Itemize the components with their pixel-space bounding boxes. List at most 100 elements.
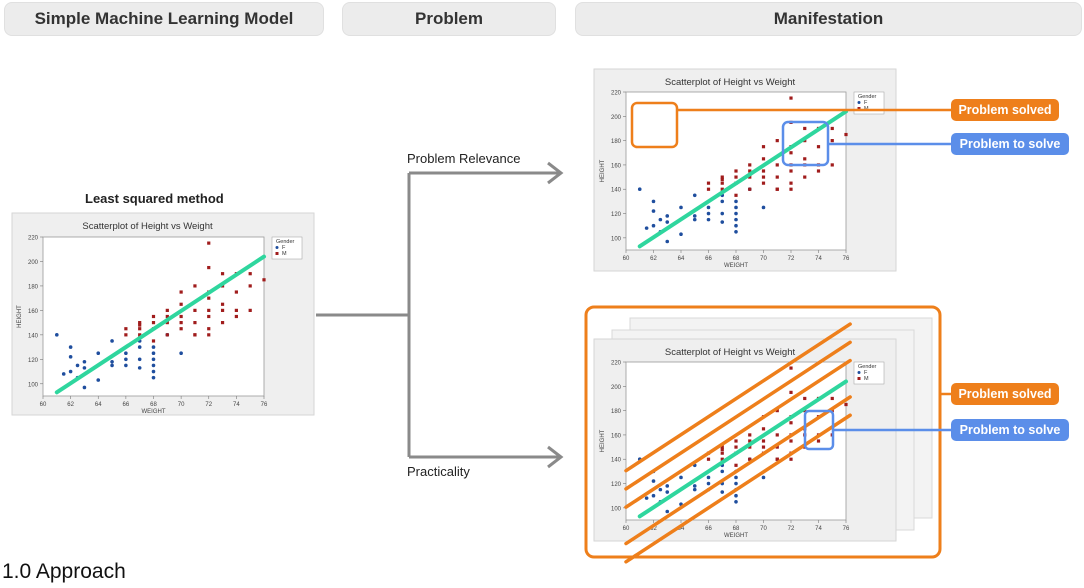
y-tick-label: 120: [28, 358, 39, 364]
legend-title: Gender: [858, 364, 877, 370]
point-m: [138, 323, 142, 327]
point-m: [151, 339, 156, 343]
y-tick-label: 200: [611, 115, 622, 121]
point-m: [803, 175, 807, 179]
point-f: [720, 199, 725, 204]
x-tick-label: 74: [233, 402, 240, 408]
x-tick-label: 60: [623, 526, 630, 532]
callout-connectors: [630, 101, 952, 451]
x-tick-label: 68: [733, 256, 740, 262]
point-f: [706, 475, 711, 480]
point-f: [75, 363, 80, 368]
point-m: [720, 177, 724, 182]
point-f: [665, 509, 670, 514]
point-m: [789, 457, 793, 461]
chart-title: Scatterplot of Height vs Weight: [665, 347, 796, 358]
point-f: [658, 487, 663, 492]
point-f: [68, 369, 73, 374]
point-m: [151, 321, 156, 325]
point-m: [207, 241, 211, 245]
point-m: [803, 126, 807, 131]
point-m: [789, 151, 793, 155]
point-f: [110, 339, 114, 343]
point-m: [220, 308, 225, 312]
legend-entry: F: [864, 100, 868, 106]
point-m: [193, 284, 197, 288]
point-m: [775, 139, 779, 143]
point-f: [82, 385, 87, 390]
point-f: [761, 205, 766, 210]
point-f: [706, 217, 711, 222]
point-m: [775, 163, 779, 167]
point-m: [734, 193, 738, 197]
point-f: [651, 493, 656, 498]
point-m: [761, 439, 766, 443]
point-m: [234, 314, 238, 319]
x-tick-label: 66: [705, 526, 712, 532]
x-tick-label: 76: [261, 402, 268, 408]
point-f: [692, 484, 697, 488]
point-m: [138, 327, 142, 331]
point-m: [720, 457, 724, 461]
point-m: [830, 139, 834, 143]
point-m: [248, 284, 252, 288]
x-tick-label: 70: [178, 402, 185, 408]
branch-label-practicality: Practicality: [407, 464, 470, 479]
point-m: [124, 333, 128, 337]
point-f: [96, 351, 101, 355]
y-tick-label: 100: [611, 506, 622, 512]
point-m: [706, 457, 711, 461]
x-tick-label: 64: [95, 402, 102, 408]
point-m: [220, 321, 225, 325]
band-line: [624, 395, 852, 546]
scatter-chart-left: Scatterplot of Height vs Weight100120140…: [11, 212, 315, 416]
y-tick-label: 200: [28, 260, 39, 266]
point-m: [830, 396, 834, 401]
point-f: [96, 378, 101, 382]
point-f: [179, 351, 183, 355]
point-f: [734, 493, 738, 498]
x-axis-label: WEIGHT: [142, 409, 166, 415]
regression-line: [637, 109, 848, 249]
x-tick-label: 62: [67, 402, 74, 408]
point-f: [679, 205, 683, 210]
legend-marker-f: [857, 101, 861, 104]
point-m: [720, 175, 724, 179]
y-tick-label: 140: [28, 333, 39, 339]
point-m: [775, 409, 779, 413]
point-f: [151, 375, 156, 380]
band-line: [624, 358, 852, 509]
point-f: [734, 217, 738, 222]
header-model: Simple Machine Learning Model: [4, 2, 324, 36]
point-m: [748, 433, 752, 437]
point-m: [193, 333, 197, 337]
point-m: [789, 366, 793, 370]
y-tick-label: 140: [611, 188, 622, 194]
point-f: [55, 333, 59, 337]
point-m: [789, 421, 793, 425]
y-tick-label: 200: [611, 385, 622, 391]
solved-marker-top: [630, 101, 679, 149]
y-tick-label: 220: [611, 361, 622, 367]
point-m: [179, 327, 183, 331]
point-m: [720, 181, 724, 185]
point-m: [761, 181, 766, 185]
point-m: [720, 187, 724, 191]
branch-label-relevance: Problem Relevance: [407, 151, 521, 166]
point-m: [775, 457, 779, 461]
point-f: [692, 487, 697, 492]
point-m: [165, 333, 169, 337]
x-tick-label: 74: [815, 526, 822, 532]
y-tick-label: 120: [611, 212, 622, 218]
callout-problem-solved-bottom: Problem solved: [951, 383, 1059, 405]
point-m: [720, 445, 724, 449]
point-f: [734, 223, 738, 228]
callout-problem-solved-top: Problem solved: [951, 99, 1059, 121]
point-m: [761, 145, 766, 149]
band-line: [624, 322, 852, 473]
point-m: [789, 187, 793, 191]
arrow-head-bottom: [547, 445, 564, 469]
point-f: [651, 199, 656, 204]
point-f: [651, 223, 656, 228]
point-m: [748, 169, 752, 173]
